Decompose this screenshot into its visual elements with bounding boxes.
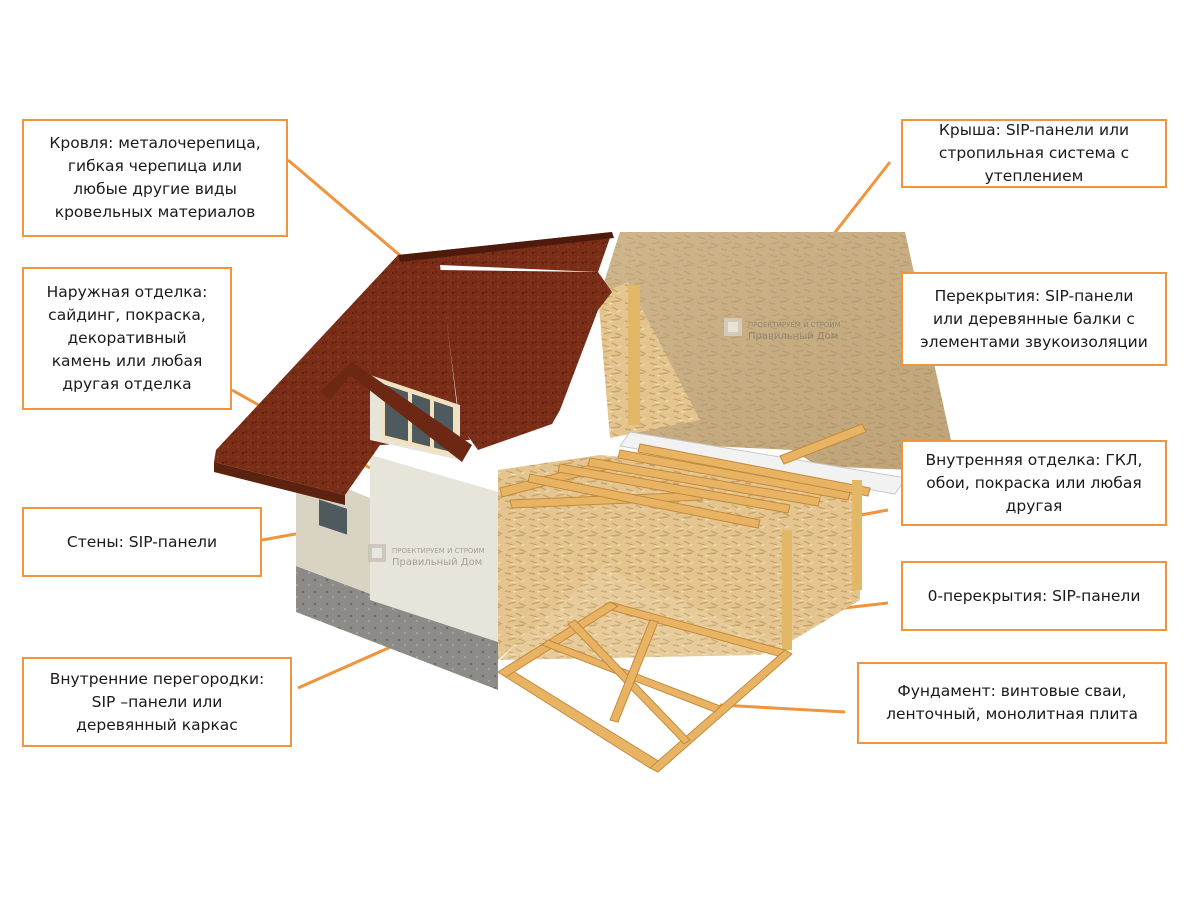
callout-partitions: Внутренние перегородки: SIP –панели или … bbox=[22, 657, 292, 747]
ceiling-edge bbox=[619, 431, 907, 495]
attic-post bbox=[628, 285, 640, 425]
corner-post-2 bbox=[852, 480, 862, 590]
svg-text:ПРОЕКТИРУЕМ И СТРОИМ: ПРОЕКТИРУЕМ И СТРОИМ bbox=[392, 547, 485, 555]
leader-foundation bbox=[719, 703, 846, 714]
side-window bbox=[317, 496, 349, 538]
foundation-frame bbox=[496, 601, 793, 773]
roof-ridge bbox=[398, 232, 614, 262]
svg-text:Правильный Дом: Правильный Дом bbox=[392, 557, 482, 568]
callout-ground-floor: 0-перекрытия: SIP-панели bbox=[901, 561, 1167, 631]
corner-post bbox=[782, 530, 792, 650]
callout-interior-finish: Внутренняя отделка: ГКЛ, обои, покраска … bbox=[901, 440, 1167, 526]
interior-partition bbox=[498, 470, 610, 660]
dormer-roof bbox=[320, 362, 472, 462]
callout-floors: Перекрытия: SIP-панели или деревянные ба… bbox=[901, 272, 1167, 366]
svg-text:ПРОЕКТИРУЕМ И СТРОИМ: ПРОЕКТИРУЕМ И СТРОИМ bbox=[748, 321, 841, 329]
leader-roofing bbox=[287, 158, 404, 260]
roof-edge bbox=[214, 462, 345, 505]
attic-gable-wall bbox=[598, 282, 700, 438]
floor-joists bbox=[499, 423, 871, 529]
callout-roof: Крыша: SIP-панели или стропильная систем… bbox=[901, 119, 1167, 188]
roof-main-right bbox=[440, 270, 612, 450]
callout-roofing: Кровля: металочерепица, гибкая черепица … bbox=[22, 119, 288, 237]
watermark-1: ПРОЕКТИРУЕМ И СТРОИМ Правильный Дом bbox=[724, 318, 841, 342]
callout-walls: Стены: SIP-панели bbox=[22, 507, 262, 577]
exterior-wall-front bbox=[370, 455, 498, 642]
svg-text:Правильный Дом: Правильный Дом bbox=[748, 331, 838, 342]
callout-exterior-finish: Наружная отделка: сайдинг, покраска, дек… bbox=[22, 267, 232, 410]
foundation-base bbox=[296, 566, 498, 690]
callout-foundation: Фундамент: винтовые сваи, ленточный, мон… bbox=[857, 662, 1167, 744]
watermark-2: ПРОЕКТИРУЕМ И СТРОИМ Правильный Дом bbox=[368, 544, 485, 568]
roof-main-left bbox=[214, 232, 612, 495]
